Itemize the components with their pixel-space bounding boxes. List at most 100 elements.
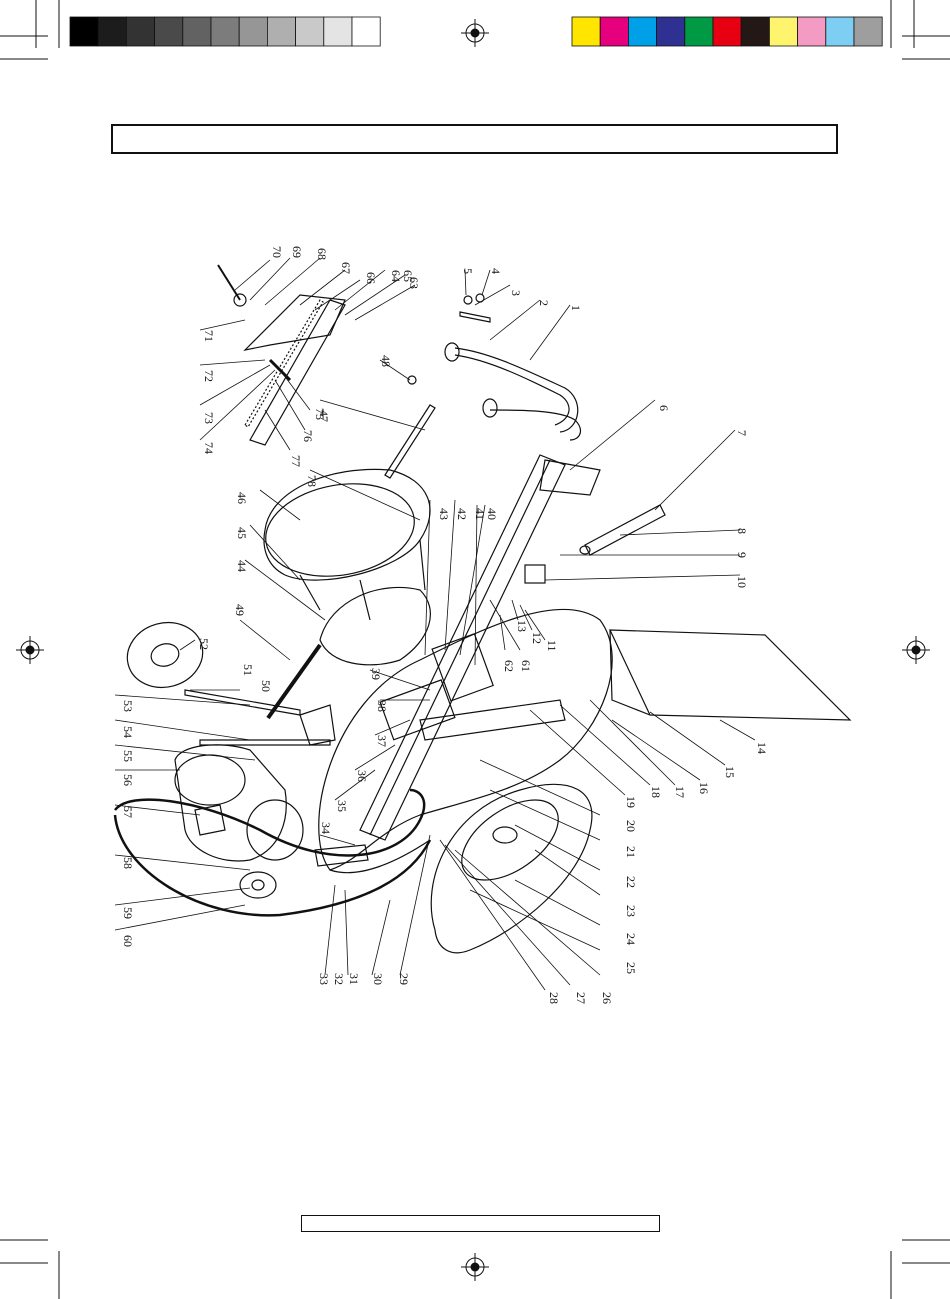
part-label-12: 12 — [530, 632, 544, 644]
color-swatch — [600, 17, 628, 46]
actuator-rod — [585, 505, 665, 555]
gray-swatch — [267, 17, 295, 46]
part-label-27: 27 — [574, 992, 588, 1004]
color-swatch — [769, 17, 797, 46]
part-label-24: 24 — [624, 933, 638, 945]
part-label-19: 19 — [624, 796, 638, 808]
part-label-43: 43 — [437, 508, 451, 520]
control-plate — [300, 705, 335, 745]
part-label-5: 5 — [461, 268, 475, 274]
part-label-14: 14 — [755, 742, 769, 754]
control-link — [185, 690, 300, 715]
part-label-56: 56 — [121, 774, 135, 786]
part-label-68: 68 — [315, 248, 329, 260]
part-label-45: 45 — [235, 527, 249, 539]
part-label-1: 1 — [569, 305, 583, 311]
machine-drawing — [115, 265, 850, 953]
part-label-59: 59 — [121, 907, 135, 919]
color-swatch — [854, 17, 882, 46]
spring — [268, 645, 320, 718]
gray-swatch — [155, 17, 183, 46]
upper-arm — [250, 300, 345, 445]
handle-mount — [540, 460, 600, 495]
color-swatch — [572, 17, 600, 46]
color-swatch — [628, 17, 656, 46]
part-label-57: 57 — [121, 806, 135, 818]
part-label-76: 76 — [301, 430, 315, 442]
gray-swatch — [126, 17, 154, 46]
bracket-plate — [460, 312, 490, 322]
part-label-16: 16 — [697, 782, 711, 794]
part-label-60: 60 — [121, 935, 135, 947]
part-label-70: 70 — [270, 246, 284, 258]
part-label-65: 65 — [401, 270, 415, 282]
handle-grip — [445, 343, 459, 361]
handle-bar — [455, 355, 569, 425]
engine-cylinder — [175, 755, 245, 805]
part-label-78: 78 — [305, 475, 319, 487]
leader-lines — [115, 258, 755, 990]
part-number-labels: 1234567891011121314151617181920212223242… — [121, 246, 769, 1004]
part-label-29: 29 — [397, 973, 411, 985]
part-label-11: 11 — [545, 640, 559, 652]
part-label-32: 32 — [332, 973, 346, 985]
part-label-18: 18 — [649, 786, 663, 798]
part-label-4: 4 — [489, 268, 503, 274]
part-label-73: 73 — [202, 412, 216, 424]
registration-mark-icon — [16, 636, 44, 664]
part-label-64: 64 — [389, 270, 403, 282]
part-label-52: 52 — [197, 638, 211, 650]
part-label-62: 62 — [502, 660, 516, 672]
part-label-46: 46 — [235, 492, 249, 504]
part-label-26: 26 — [600, 992, 614, 1004]
part-label-50: 50 — [259, 680, 273, 692]
gearbox-top — [432, 634, 493, 701]
part-label-38: 38 — [375, 700, 389, 712]
part-label-25: 25 — [624, 962, 638, 974]
part-label-36: 36 — [355, 770, 369, 782]
wheel — [120, 614, 210, 695]
grayscale-color-bar — [70, 17, 380, 46]
part-label-8: 8 — [735, 528, 749, 534]
part-label-51: 51 — [241, 664, 255, 676]
part-label-23: 23 — [624, 905, 638, 917]
gray-swatch — [98, 17, 126, 46]
gray-swatch — [324, 17, 352, 46]
color-swatch — [798, 17, 826, 46]
part-label-15: 15 — [723, 766, 737, 778]
part-label-3: 3 — [509, 290, 523, 296]
part-label-33: 33 — [317, 973, 331, 985]
part-label-21: 21 — [624, 846, 638, 858]
registration-mark-icon — [461, 1253, 489, 1281]
part-label-58: 58 — [121, 857, 135, 869]
gray-swatch — [239, 17, 267, 46]
part-label-28: 28 — [547, 992, 561, 1004]
part-label-42: 42 — [455, 508, 469, 520]
part-label-66: 66 — [364, 272, 378, 284]
part-label-54: 54 — [121, 726, 135, 738]
part-label-67: 67 — [339, 262, 353, 274]
color-swatch — [657, 17, 685, 46]
part-label-34: 34 — [319, 822, 333, 834]
part-label-48: 48 — [379, 355, 393, 367]
color-swatch — [713, 17, 741, 46]
part-label-75: 75 — [313, 408, 327, 420]
part-label-71: 71 — [202, 330, 216, 342]
part-label-53: 53 — [121, 700, 135, 712]
part-label-17: 17 — [673, 786, 687, 798]
color-swatch — [741, 17, 769, 46]
part-label-49: 49 — [233, 604, 247, 616]
hopper-bowl — [264, 469, 430, 580]
part-label-31: 31 — [347, 973, 361, 985]
part-label-44: 44 — [235, 560, 249, 572]
agitator-rod — [385, 405, 435, 478]
registration-mark-icon — [461, 19, 489, 47]
part-label-37: 37 — [375, 735, 389, 747]
deflector-plate — [610, 630, 850, 720]
part-label-7: 7 — [735, 430, 749, 436]
part-label-72: 72 — [202, 370, 216, 382]
gray-swatch — [211, 17, 239, 46]
drive-pulley — [240, 872, 276, 898]
